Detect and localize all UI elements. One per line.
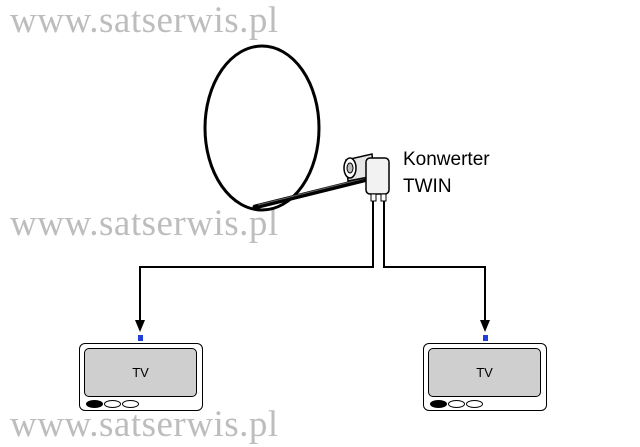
tv-1-label: TV [132, 365, 149, 380]
tv-2-button [466, 400, 483, 408]
tv-1-button [122, 400, 139, 408]
tv-2-button [448, 400, 465, 408]
tv-2-label: TV [476, 365, 493, 380]
tv-1-button [104, 400, 121, 408]
watermark-bottom: www.satserwis.pl [10, 404, 279, 445]
lnb-converter [343, 153, 390, 202]
tv-1-screen: TV [84, 348, 197, 397]
tv-2-power-button [430, 400, 447, 408]
dish-arm-highlight [257, 176, 371, 206]
converter-label-line2: TWIN [403, 176, 452, 197]
tv-2: TV [423, 343, 547, 411]
tv-1-power-button [86, 400, 103, 408]
satellite-dish [203, 44, 321, 212]
cable-to-tv-1 [139, 201, 374, 324]
tv-1: TV [79, 343, 203, 411]
tv-1-input-marker [138, 335, 143, 341]
dish-arm [252, 175, 375, 210]
arrow-to-tv-1 [135, 320, 145, 332]
arrow-to-tv-2 [480, 320, 490, 332]
watermark-top: www.satserwis.pl [10, 0, 279, 41]
watermark-middle: www.satserwis.pl [10, 203, 279, 244]
cable-to-tv-2 [383, 201, 486, 324]
converter-label-line1: Konwerter [403, 149, 490, 170]
tv-2-input-marker [483, 335, 488, 341]
tv-2-screen: TV [428, 348, 541, 397]
